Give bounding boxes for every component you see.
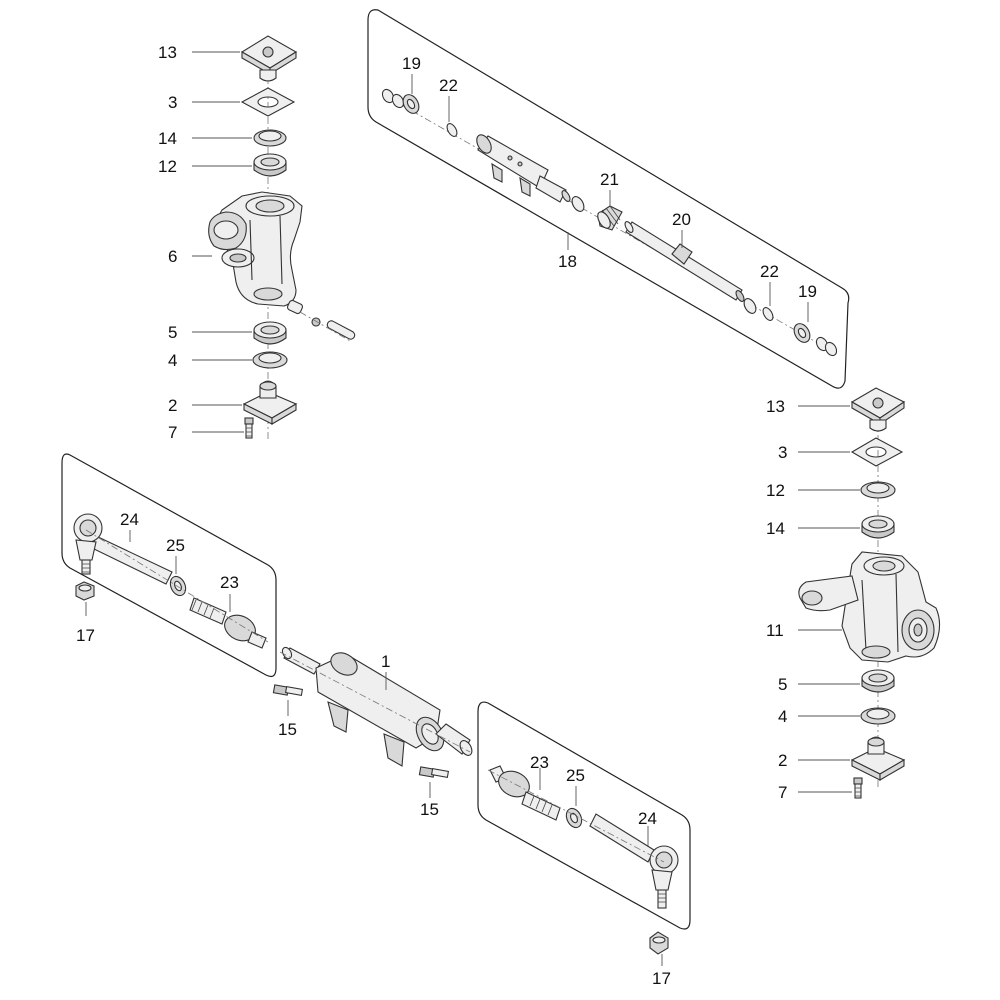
o-ring-18 [571, 196, 585, 212]
label-24-right: 24 [638, 809, 657, 828]
label-20: 20 [672, 210, 691, 229]
rod-20 [624, 221, 745, 302]
label-17-left: 17 [76, 626, 95, 645]
steering-knuckle-6 [208, 191, 303, 307]
nut-17-right [649, 931, 669, 955]
seal-4-left [252, 351, 288, 369]
seal-12-right [860, 481, 896, 499]
gasket-3-right [850, 437, 904, 467]
label-23-left: 23 [220, 573, 239, 592]
clamp-25-left [169, 575, 187, 597]
tie-rod-end-24-left [73, 513, 173, 585]
bolt-15-left [272, 684, 304, 696]
piston-rod-assembly-18: 19 22 21 20 18 22 19 [381, 54, 838, 357]
label-25-left: 25 [166, 536, 185, 555]
cover-13-left [240, 35, 298, 82]
clamp-25-right [565, 807, 583, 829]
bearing-14-right [861, 515, 895, 539]
group-box-right-tie-rod [477, 701, 691, 930]
label-13-right: 13 [766, 397, 785, 416]
bolt-7-left [244, 417, 254, 439]
group-box-left-tie-rod [61, 453, 277, 678]
bearing-5-left [253, 321, 287, 345]
inner-ball-joint-23-left [189, 597, 267, 649]
bearing-12-left [253, 153, 287, 177]
label-17-right: 17 [652, 969, 671, 988]
steering-cylinder-1 [279, 646, 473, 767]
lower-cap-2-right [850, 736, 906, 781]
label-1: 1 [381, 652, 390, 671]
seal-4-right [860, 707, 896, 725]
piston-21 [597, 205, 623, 231]
pin-and-nut-left [286, 299, 356, 343]
bolt-7-right [853, 777, 863, 799]
right-kingpin-assembly: 13 3 12 14 11 5 4 2 7 [766, 387, 941, 802]
label-3-right: 3 [778, 443, 787, 462]
circlip-22-right [762, 307, 774, 321]
label-4-right: 4 [778, 707, 787, 726]
piston-body [476, 134, 571, 203]
label-4-left: 4 [168, 351, 177, 370]
circlip-22-left [446, 123, 458, 137]
label-14-left: 14 [158, 129, 177, 148]
steering-knuckle-11 [798, 551, 941, 663]
label-23-right: 23 [530, 753, 549, 772]
label-5-left: 5 [168, 323, 177, 342]
seal-set-19-left [381, 88, 420, 114]
label-7-left: 7 [168, 423, 177, 442]
inner-ball-joint-23-right [489, 765, 561, 821]
gasket-3-left [240, 87, 296, 117]
label-14-right: 14 [766, 519, 785, 538]
nut-17-left [75, 581, 95, 601]
label-5-right: 5 [778, 675, 787, 694]
bolt-15-right [418, 766, 450, 778]
label-24-left: 24 [120, 510, 139, 529]
label-13-left: 13 [158, 43, 177, 62]
seal-14-left [253, 129, 287, 147]
label-2-left: 2 [168, 396, 177, 415]
label-2-right: 2 [778, 751, 787, 770]
left-tie-rod-assembly: 24 25 23 17 [73, 510, 269, 649]
label-19-right: 19 [798, 282, 817, 301]
left-kingpin-assembly: 13 3 14 12 6 5 4 2 7 [158, 35, 356, 442]
group-box-18 [367, 9, 850, 389]
label-22-left: 22 [439, 76, 458, 95]
label-6: 6 [168, 247, 177, 266]
label-12-left: 12 [158, 157, 177, 176]
bearing-5-right [861, 669, 895, 693]
label-11: 11 [766, 621, 784, 640]
label-25-right: 25 [566, 766, 585, 785]
label-21: 21 [600, 170, 619, 189]
label-15-left: 15 [278, 720, 297, 739]
lower-cap-2-left [242, 380, 298, 425]
tie-rod-end-24-right [589, 813, 679, 909]
label-22-right: 22 [760, 262, 779, 281]
label-7-right: 7 [778, 783, 787, 802]
cover-13-right [850, 387, 906, 432]
label-12-right: 12 [766, 481, 785, 500]
label-3-left: 3 [168, 93, 177, 112]
label-18: 18 [558, 252, 577, 271]
right-tie-rod-assembly: 23 25 24 17 [487, 753, 679, 988]
o-ring-right [743, 298, 757, 314]
label-19-left: 19 [402, 54, 421, 73]
seal-set-19-right [793, 323, 838, 357]
label-15-right: 15 [420, 800, 439, 819]
